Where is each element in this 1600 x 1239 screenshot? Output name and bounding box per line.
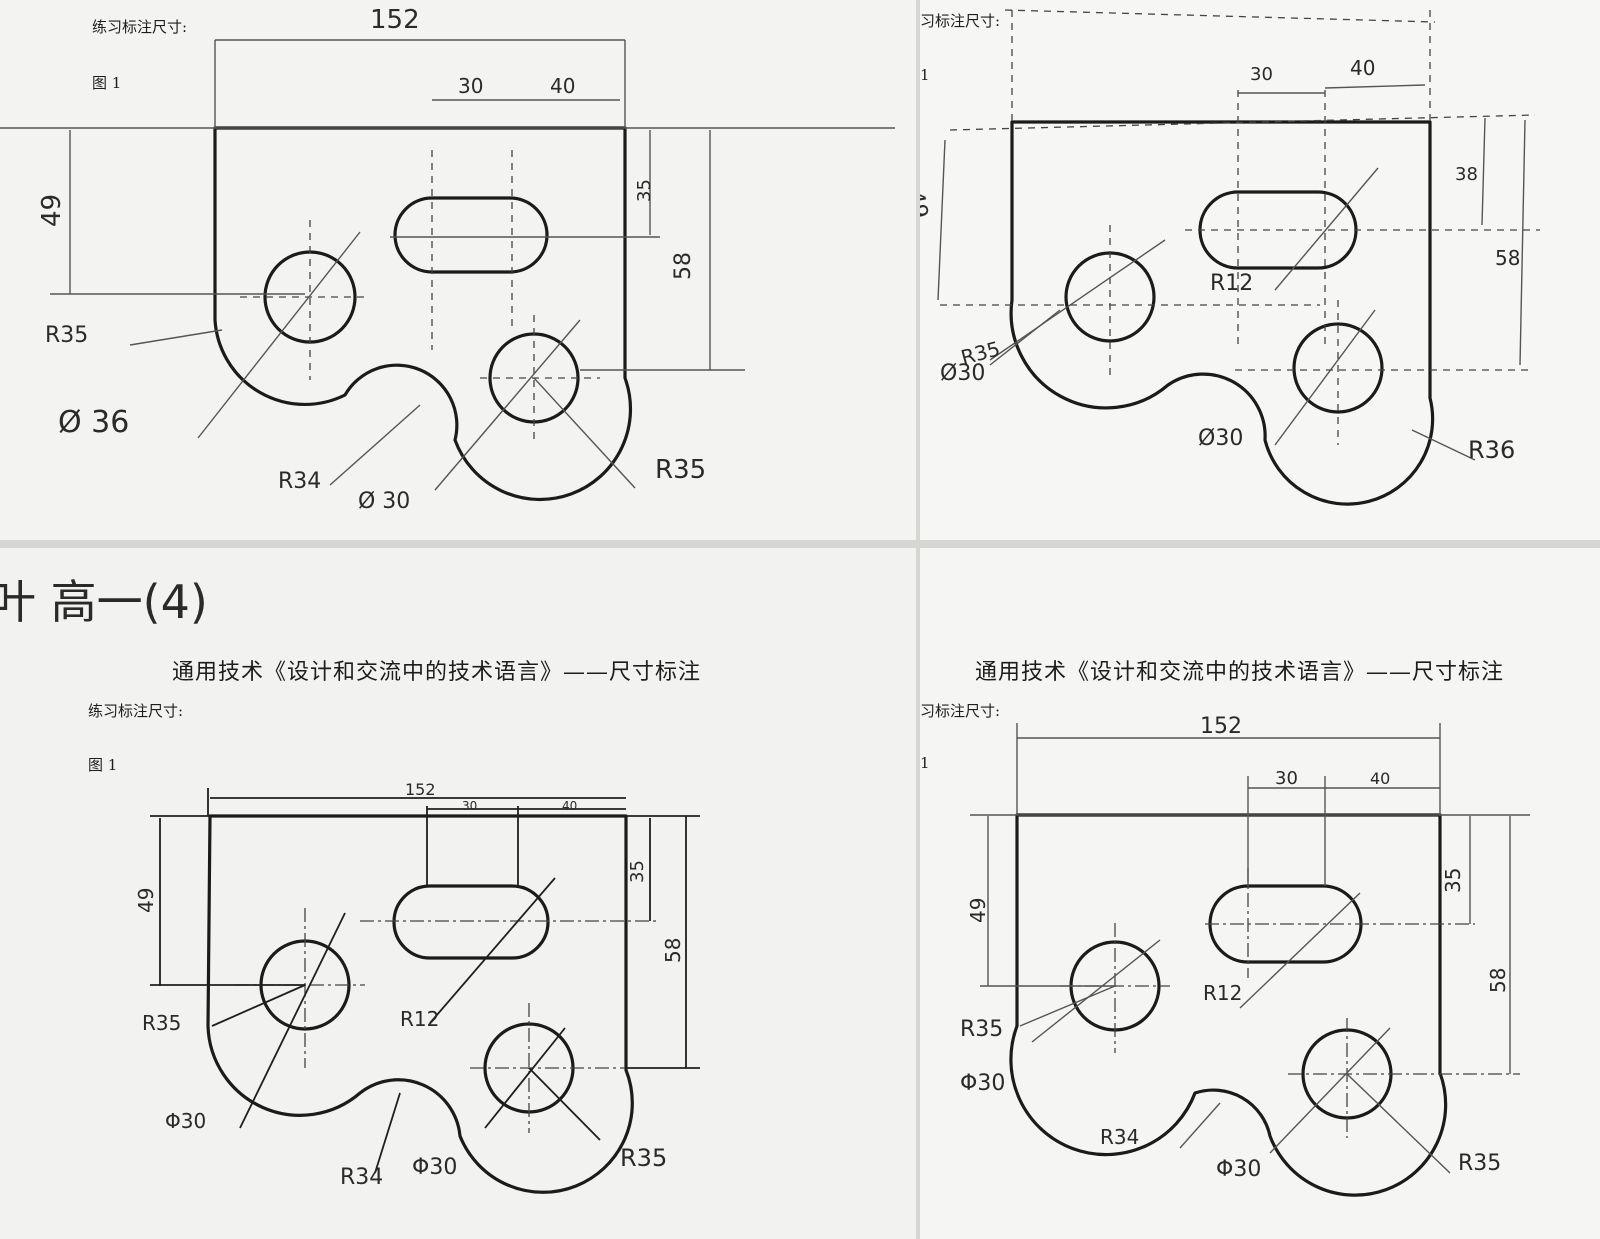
dim-right-h2: 58 [1495,246,1520,270]
paper-seam-horizontal [0,540,1600,548]
dim-slot-w: 40 [550,74,575,98]
dim-r-right: R35 [620,1144,667,1172]
dim-left-height: 49 [37,194,67,227]
handwritten-class-note: 叶 高一(4) [0,575,208,629]
dim-dia-right: Φ30 [412,1155,457,1180]
dim-dia-right: Φ30 [1216,1157,1261,1182]
figure-label: 图 1 [92,74,122,92]
dim-slot-w: 40 [1370,769,1390,788]
dim-dia-left: Φ30 [165,1109,206,1133]
dim-slot-x: 30 [1275,768,1298,789]
dim-r-right: R35 [1458,1151,1501,1176]
dim-left-height: 49 [966,898,990,923]
dim-r-mid: R34 [340,1165,383,1190]
dim-left-height: 49 [134,888,158,913]
exercise-prompt: 习标注尺寸: [920,12,1001,30]
dim-width: 152 [1200,714,1242,739]
part-drawing: 叶 高一(4) [0,575,208,629]
dim-left-height: 49 [920,189,932,221]
exercise-prompt: 练习标注尺寸: [88,702,184,720]
part-outline [1009,120,1435,506]
dim-right-h2: 58 [671,252,696,280]
worksheet-bottom-right: 通用技术《设计和交流中的技术语言》——尺寸标注 习标注尺寸: 1 152 30 … [920,548,1600,1239]
dim-r-mid: R34 [278,469,321,494]
slot [1208,884,1363,964]
part-drawing: 152 30 40 49 35 58 R35 Ø 36 R34 Ø 30 R35 [0,5,895,514]
hole-right [1292,322,1384,414]
worksheet-top-left: 练习标注尺寸: 图 1 152 30 40 49 [0,0,916,540]
part-drawing: 152 30 40 49 35 58 R35 R12 Φ30 R34 Φ30 R… [134,780,700,1194]
dim-dia-left: Ø 36 [58,405,129,440]
dim-dia-left: Φ30 [960,1071,1005,1096]
exercise-prompt: 练习标注尺寸: [92,18,188,36]
part-outline [206,814,634,1194]
figure-label: 1 [920,754,930,772]
dim-right-h2: 58 [1486,968,1510,993]
dim-dia-right: Ø30 [1198,426,1243,451]
dim-r-left: R35 [960,1017,1003,1042]
part-drawing: 30 40 49 38 58 R12 R35 Ø30 Ø30 R36 [920,9,1540,506]
worksheet-title: 通用技术《设计和交流中的技术语言》——尺寸标注 [172,660,702,685]
part-drawing: 152 30 40 49 35 58 R35 R12 Φ30 R34 Φ30 R… [960,714,1530,1197]
dim-r-slot: R12 [400,1007,439,1031]
dim-slot-x: 30 [1250,64,1273,85]
dim-right-h1: 35 [634,179,655,202]
dim-r-left: R35 [45,323,88,348]
figure-label: 1 [920,66,930,84]
part-outline [213,126,633,502]
dim-right-h2: 58 [661,938,685,963]
worksheet-title: 通用技术《设计和交流中的技术语言》——尺寸标注 [975,660,1505,685]
figure-label: 图 1 [88,756,118,774]
exercise-prompt: 习标注尺寸: [920,702,1001,720]
dim-r-left: R35 [142,1011,181,1035]
dim-r-slot: R12 [1203,981,1242,1005]
dim-slot-w: 40 [1350,56,1375,80]
dim-width: 152 [370,5,420,35]
dim-r-slot: R12 [1210,271,1253,296]
slot [1198,190,1358,270]
paper-seam-vertical [916,0,920,1239]
dim-r-right: R36 [1468,436,1515,464]
dim-right-h1: 35 [1441,868,1465,893]
dim-slot-x: 30 [462,799,477,813]
worksheet-top-right: 习标注尺寸: 1 30 40 49 38 58 R12 R35 Ø30 [920,0,1600,540]
dim-slot-x: 30 [458,74,483,98]
dim-dia-left: Ø30 [940,361,985,386]
slot [392,884,550,960]
dim-right-h1: 35 [627,860,648,883]
part-outline [1009,813,1448,1197]
dim-slot-w: 40 [562,799,577,813]
dim-r-mid: R34 [1100,1125,1139,1149]
dim-right-h1: 38 [1455,164,1478,185]
dim-r-right: R35 [655,455,706,485]
dim-dia-right: Ø 30 [358,489,410,514]
worksheet-bottom-left: 叶 高一(4) 通用技术《设计和交流中的技术语言》——尺寸标注 练习标注尺寸: … [0,548,916,1239]
slot [393,196,549,274]
dim-width: 152 [405,780,436,799]
